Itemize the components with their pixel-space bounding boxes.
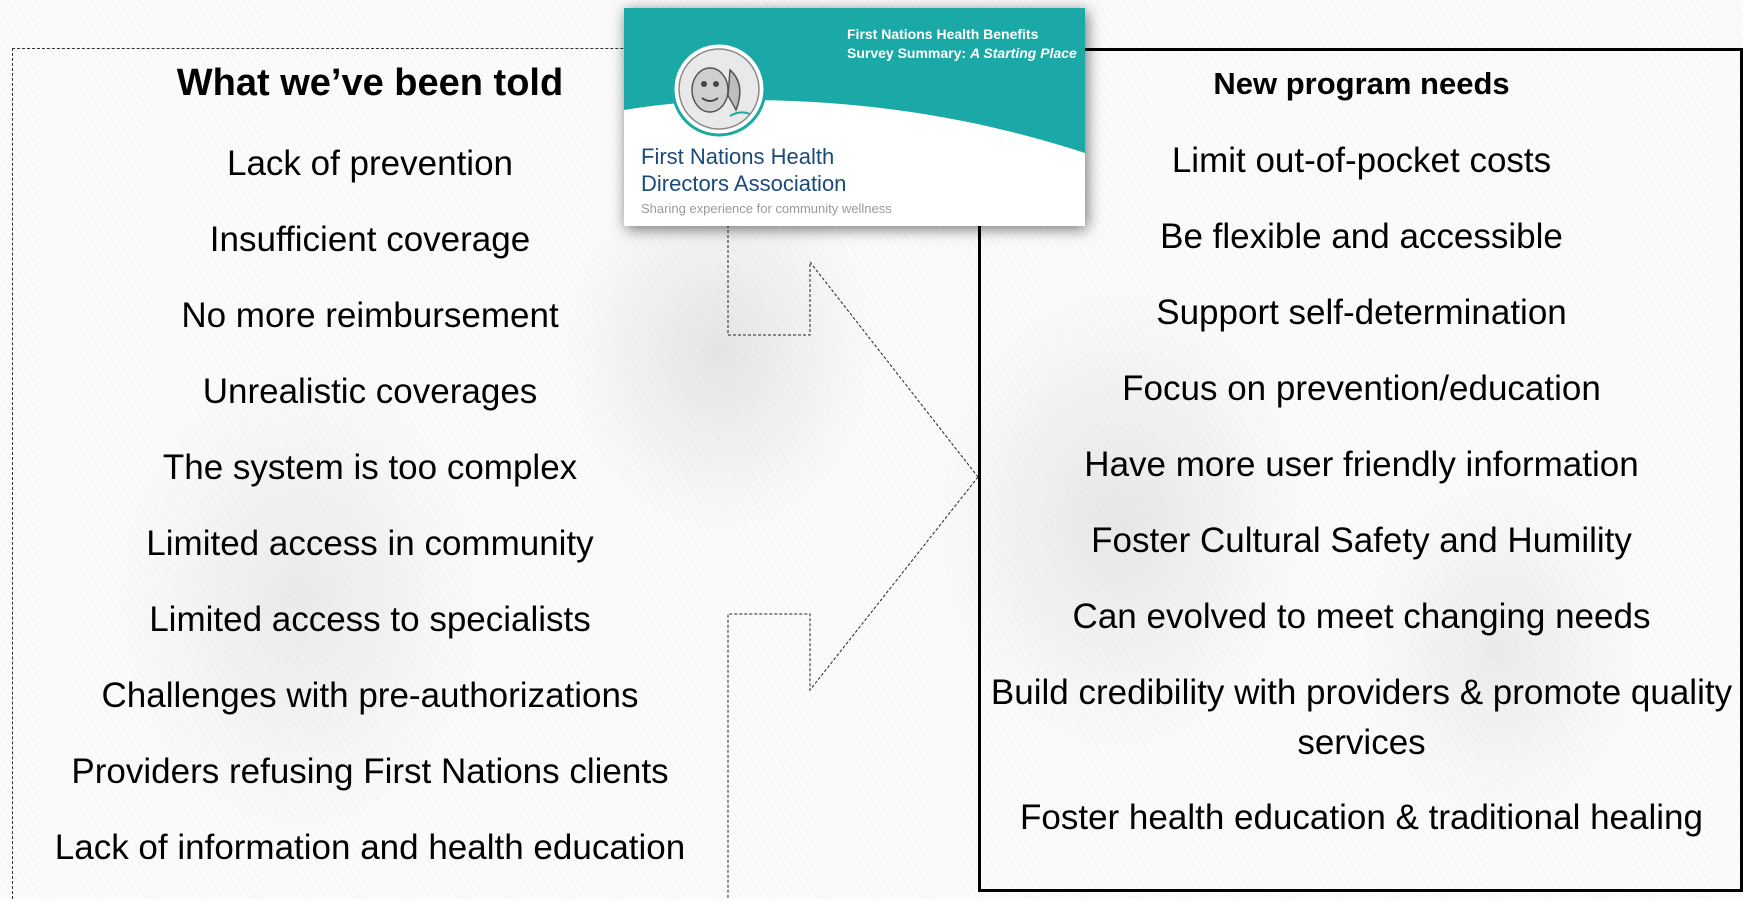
report-title: First Nations Health Benefits Survey Sum… bbox=[847, 26, 1077, 61]
left-panel bbox=[12, 48, 728, 899]
org-name: First Nations Health Directors Associati… bbox=[641, 144, 847, 196]
list-item: No more reimbursement bbox=[181, 296, 559, 335]
first-nations-emblem-icon bbox=[671, 41, 767, 137]
told-list: Lack of prevention Insufficient coverage… bbox=[12, 142, 728, 902]
list-item: Have more user friendly information bbox=[1084, 445, 1639, 484]
org-tagline: Sharing experience for community wellnes… bbox=[641, 201, 892, 216]
right-panel bbox=[980, 48, 1743, 892]
arrow-outline-lower bbox=[727, 476, 979, 899]
list-item: Lack of prevention bbox=[226, 144, 513, 183]
needs-list: Limit out-of-pocket costs Be flexible an… bbox=[980, 136, 1743, 868]
list-item: Can evolved to meet changing needs bbox=[1072, 597, 1651, 636]
list-item: Support self-determination bbox=[1156, 293, 1567, 332]
list-item: Insufficient coverage bbox=[209, 220, 531, 259]
list-item: Providers refusing First Nations clients bbox=[71, 752, 669, 791]
left-heading: What we’ve been told bbox=[176, 62, 564, 104]
list-item: Build credibility with providers & promo… bbox=[990, 673, 1733, 762]
right-heading: New program needs bbox=[1213, 66, 1510, 101]
teal-wave-banner bbox=[624, 8, 1085, 153]
arrow-outline-upper bbox=[727, 225, 979, 478]
list-item: Foster health education & traditional he… bbox=[1020, 798, 1703, 837]
right-panel-left-border bbox=[978, 225, 981, 892]
list-item: Limited access to specialists bbox=[149, 600, 591, 639]
list-item: Limit out-of-pocket costs bbox=[1171, 141, 1552, 180]
list-item: Foster Cultural Safety and Humility bbox=[1091, 521, 1632, 560]
list-item: Be flexible and accessible bbox=[1160, 217, 1563, 256]
list-item: Limited access in community bbox=[146, 524, 594, 563]
list-item: Focus on prevention/education bbox=[1122, 369, 1601, 408]
list-item: Lack of information and health education bbox=[54, 828, 686, 867]
list-item: The system is too complex bbox=[162, 448, 578, 487]
report-cover-thumbnail: First Nations Health Benefits Survey Sum… bbox=[624, 8, 1085, 226]
list-item: Challenges with pre-authorizations bbox=[101, 676, 639, 715]
list-item: Unrealistic coverages bbox=[202, 372, 538, 411]
